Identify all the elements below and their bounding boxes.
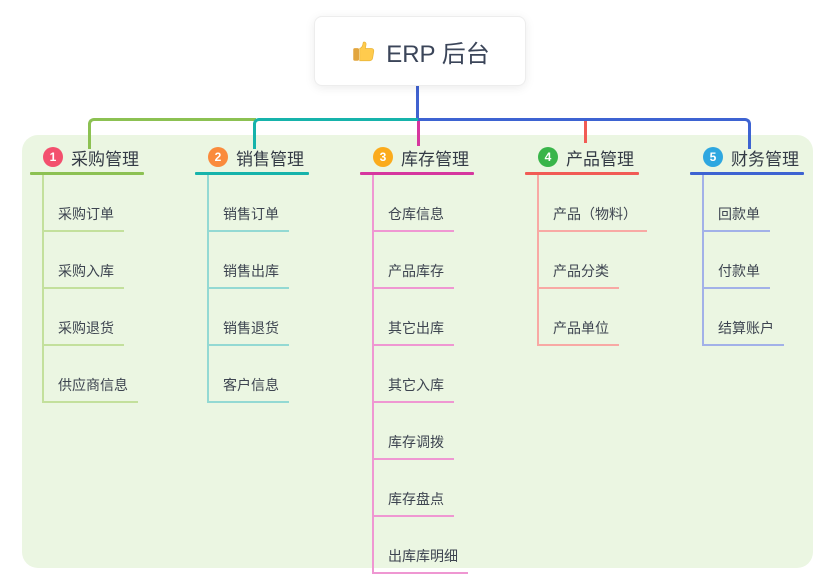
child-node[interactable]: 其它入库 xyxy=(372,346,454,403)
child-node[interactable]: 产品分类 xyxy=(537,232,619,289)
mindmap-board xyxy=(22,135,813,568)
branch-node[interactable]: 4 产品管理 xyxy=(525,146,685,169)
child-label: 采购订单 xyxy=(58,206,114,222)
branch-underline xyxy=(195,172,309,175)
child-node[interactable]: 供应商信息 xyxy=(42,346,138,403)
child-node[interactable]: 采购退货 xyxy=(42,289,124,346)
branch-underline xyxy=(525,172,639,175)
child-label: 采购入库 xyxy=(58,263,114,279)
branch-title: 销售管理 xyxy=(236,149,304,169)
child-node[interactable]: 出库库明细 xyxy=(372,517,468,574)
child-node[interactable]: 库存调拨 xyxy=(372,403,454,460)
child-label: 销售退货 xyxy=(223,320,279,336)
child-label: 销售出库 xyxy=(223,263,279,279)
child-label: 结算账户 xyxy=(718,320,774,336)
branch-underline xyxy=(360,172,474,175)
branch-node[interactable]: 1 采购管理 xyxy=(30,146,190,169)
child-node[interactable]: 产品库存 xyxy=(372,232,454,289)
child-label: 客户信息 xyxy=(223,377,279,393)
branch-number-badge: 4 xyxy=(538,147,558,167)
child-label: 回款单 xyxy=(718,206,760,222)
child-label: 产品库存 xyxy=(388,263,444,279)
branch-children: 回款单付款单结算账户 xyxy=(702,175,839,346)
branch-column: 1 采购管理 采购订单采购入库采购退货供应商信息 xyxy=(30,146,190,403)
branch-column: 2 销售管理 销售订单销售出库销售退货客户信息 xyxy=(195,146,355,403)
child-label: 仓库信息 xyxy=(388,206,444,222)
branch-node[interactable]: 2 销售管理 xyxy=(195,146,355,169)
child-label: 采购退货 xyxy=(58,320,114,336)
child-label: 供应商信息 xyxy=(58,377,128,393)
child-node[interactable]: 销售退货 xyxy=(207,289,289,346)
child-label: 产品（物料） xyxy=(553,206,637,222)
child-label: 库存调拨 xyxy=(388,434,444,450)
child-node[interactable]: 产品（物料） xyxy=(537,175,647,232)
child-node[interactable]: 产品单位 xyxy=(537,289,619,346)
branch-title: 财务管理 xyxy=(731,149,799,169)
branch-children: 产品（物料） 产品分类产品单位 xyxy=(537,175,685,346)
child-node[interactable]: 回款单 xyxy=(702,175,770,232)
branch-title: 采购管理 xyxy=(71,149,139,169)
child-label: 其它出库 xyxy=(388,320,444,336)
root-connector-line xyxy=(416,84,419,121)
child-node[interactable]: 销售出库 xyxy=(207,232,289,289)
child-node[interactable]: 付款单 xyxy=(702,232,770,289)
child-label: 产品单位 xyxy=(553,320,609,336)
child-label: 出库库明细 xyxy=(388,548,458,564)
child-node[interactable]: 仓库信息 xyxy=(372,175,454,232)
child-node[interactable]: 销售订单 xyxy=(207,175,289,232)
branch-underline xyxy=(690,172,804,175)
branch-column: 5 财务管理 回款单付款单结算账户 xyxy=(690,146,839,346)
child-node[interactable]: 客户信息 xyxy=(207,346,289,403)
child-node[interactable]: 采购订单 xyxy=(42,175,124,232)
branch-node[interactable]: 5 财务管理 xyxy=(690,146,839,169)
branch-title: 库存管理 xyxy=(401,149,469,169)
child-node[interactable]: 库存盘点 xyxy=(372,460,454,517)
thumbs-up-icon xyxy=(350,38,376,64)
branch-node[interactable]: 3 库存管理 xyxy=(360,146,520,169)
branch-underline xyxy=(30,172,144,175)
child-label: 其它入库 xyxy=(388,377,444,393)
child-label: 销售订单 xyxy=(223,206,279,222)
branch-number-badge: 1 xyxy=(43,147,63,167)
root-title: ERP 后台 xyxy=(386,40,490,68)
child-node[interactable]: 结算账户 xyxy=(702,289,784,346)
branch-children: 采购订单采购入库采购退货供应商信息 xyxy=(42,175,190,403)
branch-column: 4 产品管理 产品（物料） 产品分类产品单位 xyxy=(525,146,685,346)
root-node[interactable]: ERP 后台 xyxy=(314,16,526,86)
child-node[interactable]: 其它出库 xyxy=(372,289,454,346)
child-label: 付款单 xyxy=(718,263,760,279)
branch-children: 仓库信息产品库存其它出库其它入库库存调拨库存盘点出库库明细 xyxy=(372,175,520,574)
branch-children: 销售订单销售出库销售退货客户信息 xyxy=(207,175,355,403)
branch-title: 产品管理 xyxy=(566,149,634,169)
branch-number-badge: 3 xyxy=(373,147,393,167)
child-label: 产品分类 xyxy=(553,263,609,279)
child-node[interactable]: 采购入库 xyxy=(42,232,124,289)
branch-number-badge: 2 xyxy=(208,147,228,167)
branch-column: 3 库存管理 仓库信息产品库存其它出库其它入库库存调拨库存盘点出库库明细 xyxy=(360,146,520,574)
branch-number-badge: 5 xyxy=(703,147,723,167)
child-label: 库存盘点 xyxy=(388,491,444,507)
